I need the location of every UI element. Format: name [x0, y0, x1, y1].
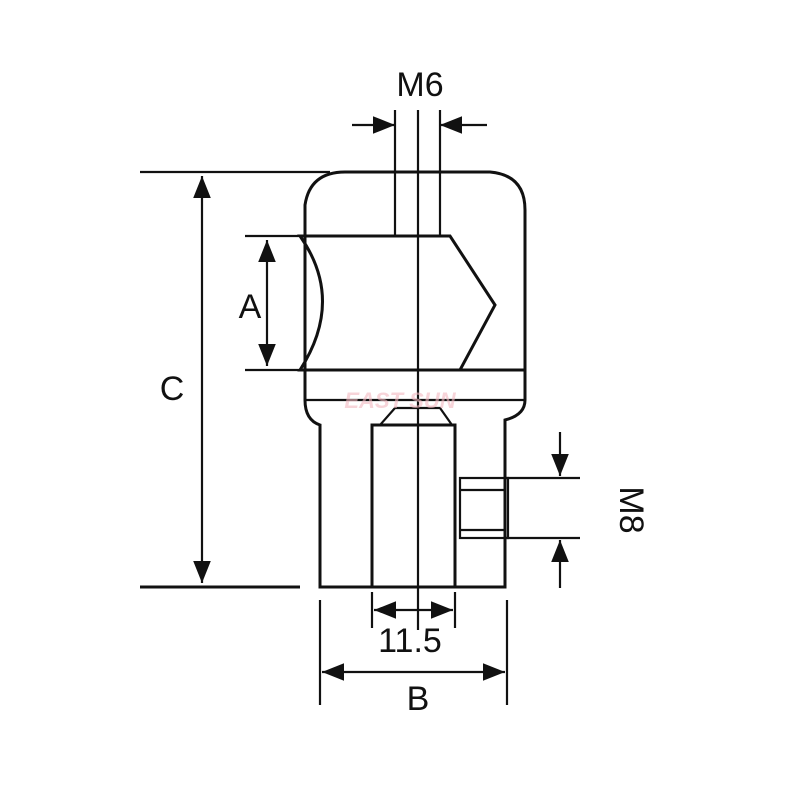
label-m8: M8 — [612, 486, 650, 533]
inner-bore — [370, 423, 457, 589]
groove-cavity — [297, 234, 497, 372]
label-c: C — [160, 370, 185, 408]
dimension-a: A — [239, 234, 305, 372]
watermark: EAST SUN — [344, 388, 456, 413]
label-11-5: 11.5 — [378, 622, 442, 660]
dimension-b: B — [318, 600, 509, 718]
dimension-m8: M8 — [505, 432, 650, 588]
label-b: B — [407, 680, 430, 718]
label-m6: M6 — [396, 66, 443, 104]
side-hole-m8 — [458, 476, 510, 540]
label-a: A — [239, 288, 262, 326]
dimension-c: C — [140, 170, 330, 589]
dimension-m6: M6 — [352, 66, 487, 172]
head-section — [303, 170, 527, 589]
dimension-11-5: 11.5 — [370, 592, 457, 660]
part-body — [297, 110, 527, 630]
